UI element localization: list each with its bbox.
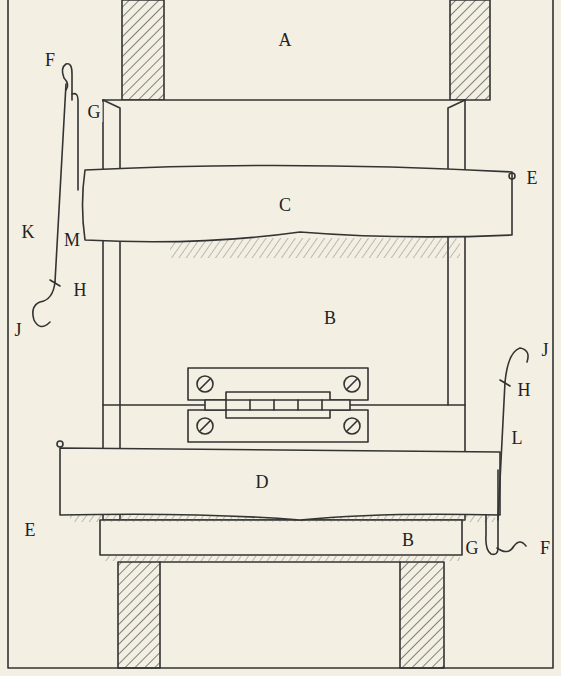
- part-letter: C: [277, 195, 293, 215]
- plate-shadow: [104, 555, 460, 561]
- staple-hook: [72, 94, 78, 190]
- part-letter: F: [538, 538, 552, 558]
- sill-line: [160, 561, 400, 563]
- bar-d: [60, 448, 500, 520]
- end-hook: [505, 348, 528, 382]
- bottom-plate: [100, 520, 462, 555]
- part-letter: D: [254, 472, 271, 492]
- part-letter: J: [539, 340, 550, 360]
- part-letter: A: [277, 30, 294, 50]
- part-letter: H: [516, 380, 533, 400]
- end-hook: [33, 282, 55, 327]
- wire-loop: [497, 542, 526, 552]
- part-letter: M: [62, 230, 82, 250]
- wire-twist: [50, 280, 60, 286]
- part-letter: B: [322, 308, 338, 328]
- part-letter: E: [23, 520, 38, 540]
- hinge: [188, 368, 368, 442]
- part-letter: F: [43, 50, 57, 70]
- bar-c: [83, 165, 513, 241]
- part-letter: J: [12, 320, 23, 340]
- bar-end: [57, 441, 63, 447]
- part-letter: H: [72, 280, 89, 300]
- upper-right-jamb: [450, 0, 490, 100]
- part-letter: K: [20, 222, 37, 242]
- lower-left-jamb: [118, 562, 160, 668]
- part-letter: G: [86, 102, 103, 122]
- staple-hook: [486, 470, 498, 554]
- part-letter: L: [510, 428, 525, 448]
- wire: [498, 382, 505, 520]
- part-letter: E: [525, 168, 540, 188]
- part-letter: G: [464, 538, 481, 558]
- part-letter: B: [400, 530, 416, 550]
- lower-right-jamb: [400, 562, 444, 668]
- bar-end: [509, 173, 515, 179]
- wire-loop: [62, 64, 72, 100]
- wire: [55, 84, 66, 282]
- upper-left-jamb: [122, 0, 164, 100]
- frame-outline: [8, 0, 553, 668]
